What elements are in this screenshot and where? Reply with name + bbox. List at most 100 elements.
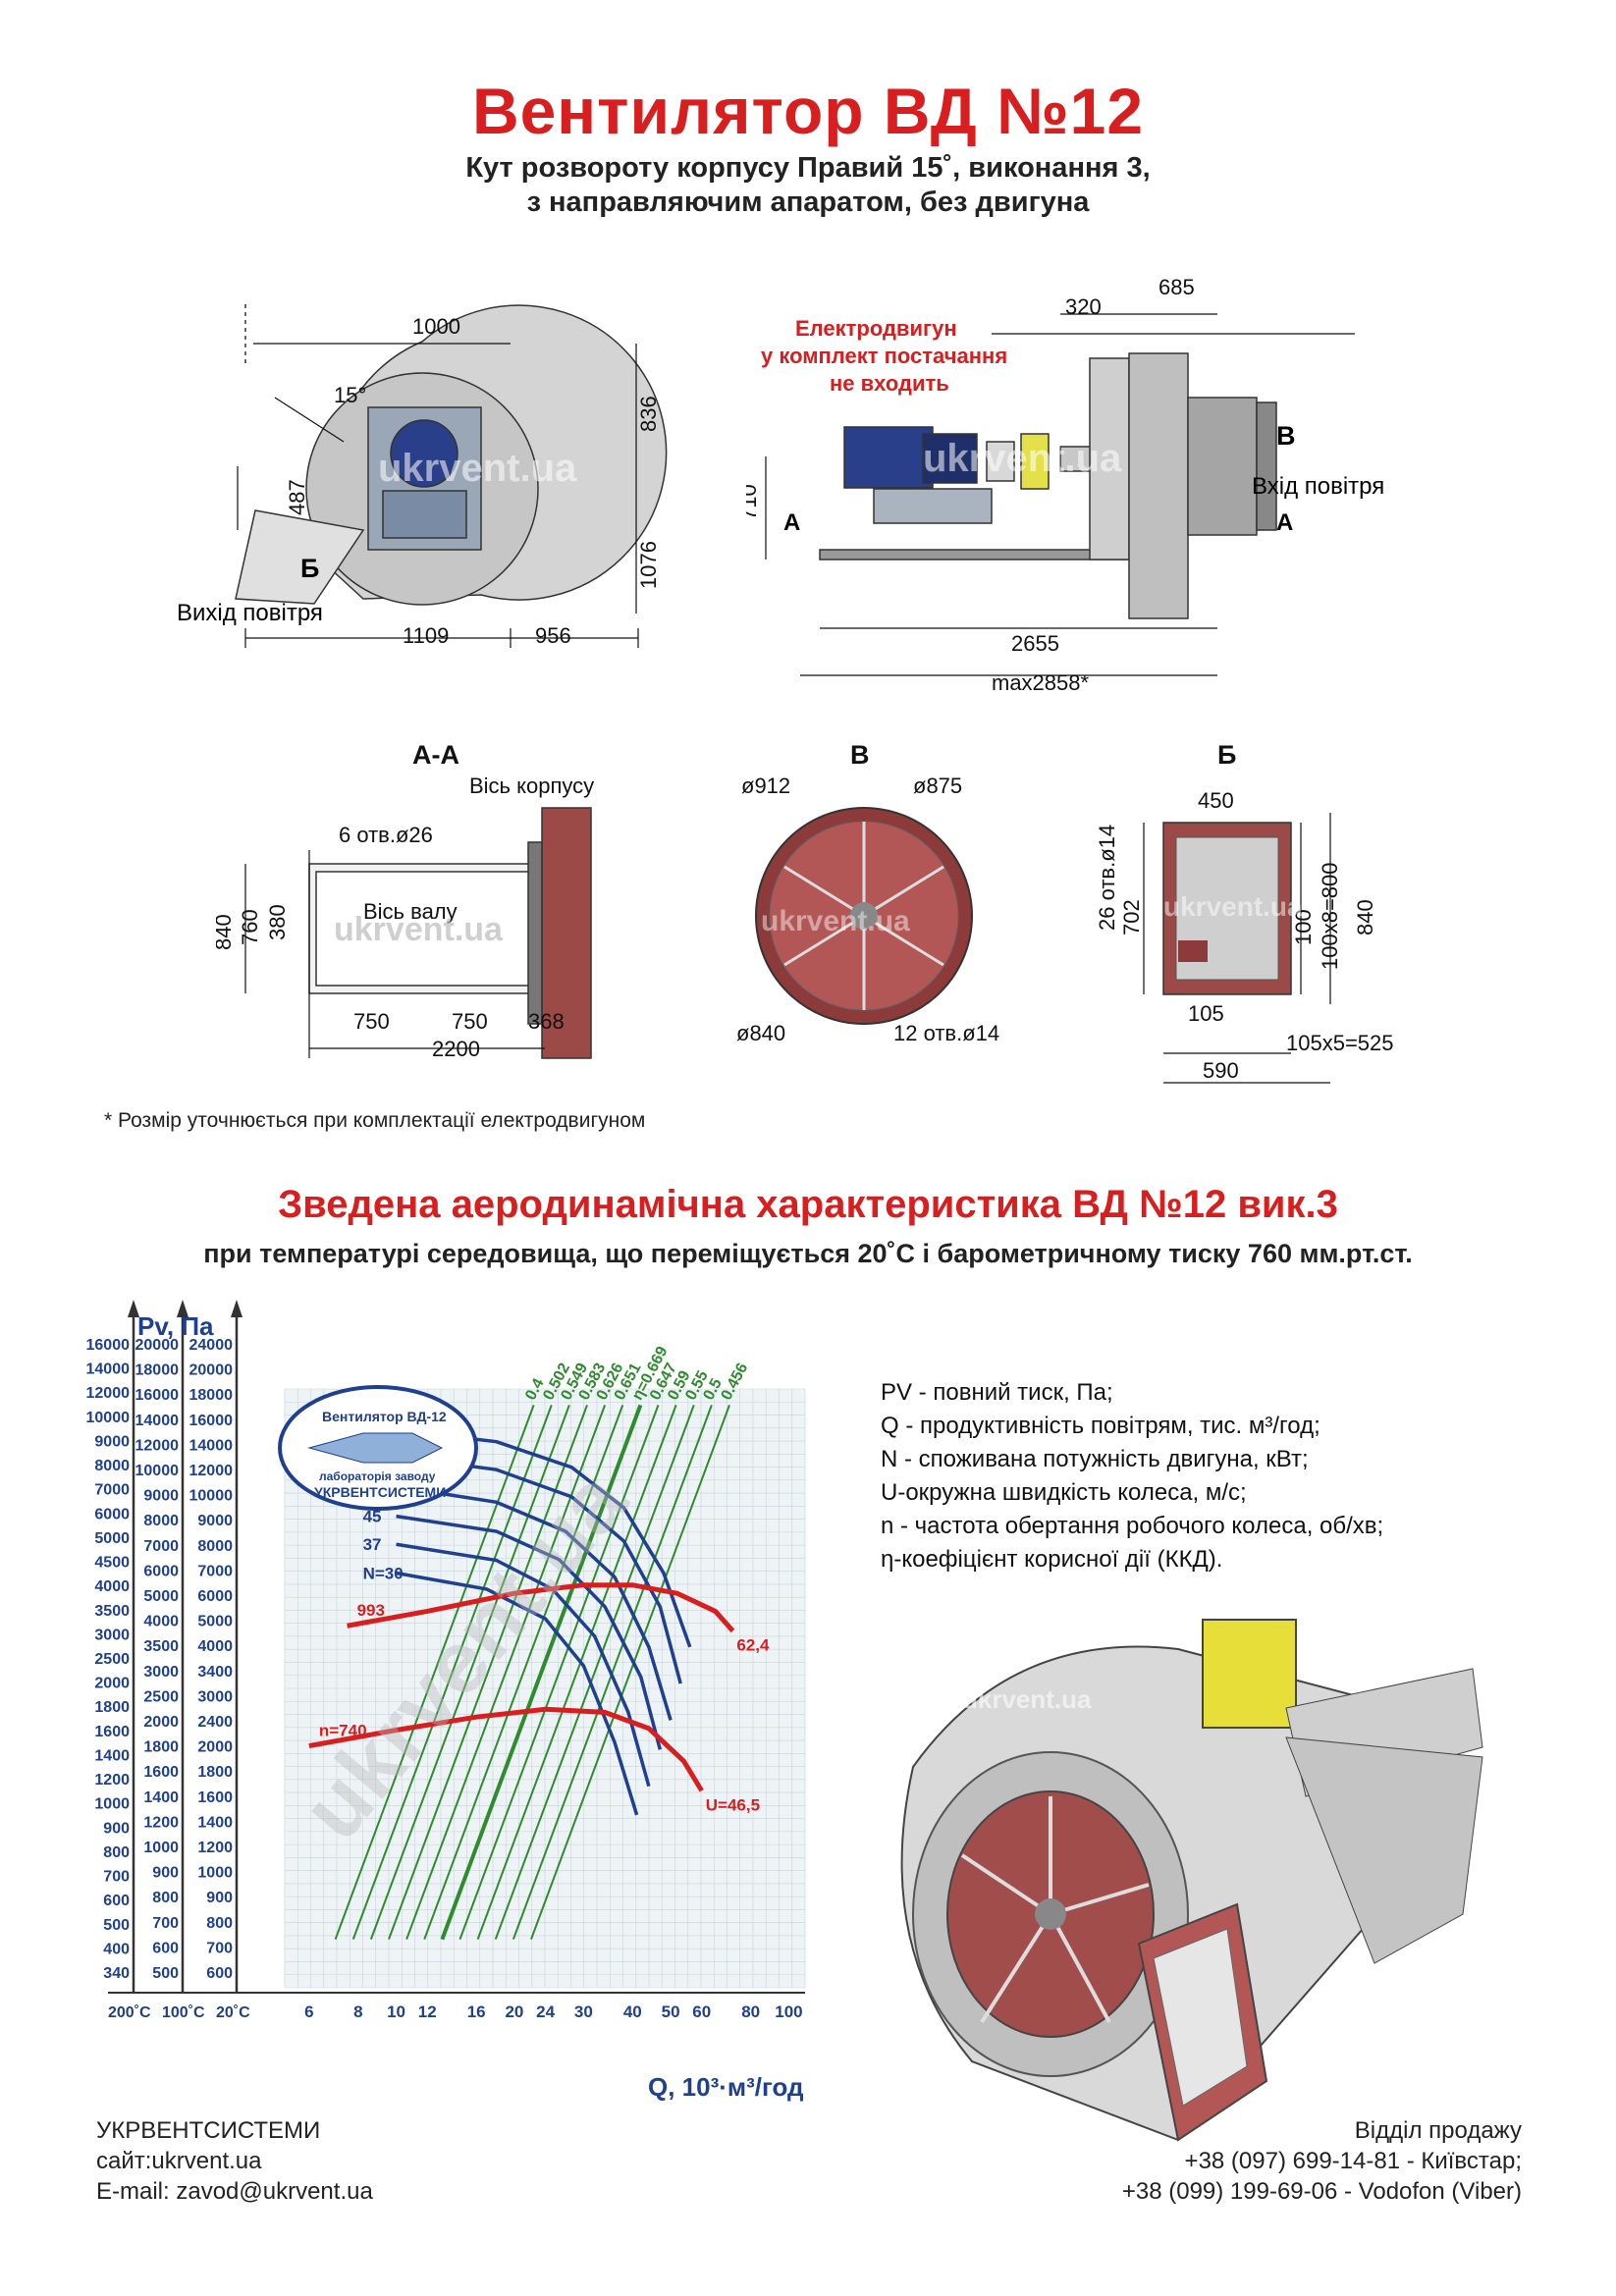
efficiency-line	[512, 1405, 713, 1940]
y-tick-label: 1200	[94, 1772, 130, 1789]
y-tick-label: 9000	[94, 1433, 130, 1450]
y-tick-label: 16000	[135, 1387, 180, 1404]
power-curve	[396, 1454, 682, 1684]
y-tick-label: 1000	[197, 1865, 233, 1882]
x-tick-label: 60	[692, 2002, 711, 2021]
y-tick-label: 7000	[197, 1563, 233, 1579]
footer-phone-2[interactable]: +38 (099) 199-69-06 - Vodofon (Viber)	[1121, 2178, 1522, 2205]
efficiency-lines: 0.40.5020.5490.5830.6260.651η=0.6690.647…	[334, 1344, 751, 1941]
y-tick-label: 10000	[189, 1488, 234, 1505]
y-tick-label: 12000	[135, 1437, 180, 1454]
dim-487: 487	[285, 479, 309, 515]
y-tick-label: 4000	[197, 1638, 233, 1655]
y-tick-label: 2000	[197, 1739, 233, 1756]
y-tick-label: 7000	[143, 1538, 179, 1555]
x-temp-label: 100˚С	[162, 2004, 205, 2021]
speed-end-label: 62,4	[736, 1635, 770, 1654]
legend-item: Q - продуктивність повітрям, тис. м³/год…	[881, 1413, 1320, 1439]
y-tick-label: 2000	[94, 1676, 130, 1692]
mark-a-left: А	[783, 509, 800, 536]
axis-shaft-label: Вісь валу	[363, 899, 458, 924]
badge-brand: УКРВЕНТСИСТЕМИ	[314, 1484, 446, 1500]
y-axis-title: Pv, Па	[137, 1311, 214, 1341]
motor-note-2: у комплект постачання	[761, 344, 1007, 368]
dim-956: 956	[535, 623, 571, 648]
front-view-drawing: 1000 15° 836 1076 487 1109 956 Б Вихід п…	[177, 304, 668, 648]
x-tick-label: 100	[775, 2002, 802, 2021]
dim-100x8: 100x8=800	[1318, 863, 1342, 971]
x-tick-label: 10	[387, 2002, 405, 2021]
y-tick-label: 1800	[143, 1739, 179, 1756]
legend-item: U-окружна швидкість колеса, м/с;	[881, 1479, 1247, 1506]
efficiency-line	[388, 1405, 588, 1940]
x-tick-label: 6	[304, 2002, 313, 2021]
section-b-drawing: Б 450 26 отв.ø14 702 100 100x8=800 840 1…	[1095, 740, 1394, 1084]
dim-685: 685	[1158, 275, 1195, 299]
efficiency-line	[494, 1405, 695, 1940]
y-tick-label: 500	[152, 1965, 179, 1982]
badge-bottom: лабораторія заводу	[319, 1469, 436, 1483]
motor-note-1: Електродвигун	[795, 316, 957, 341]
y-tick-label: 18000	[189, 1387, 234, 1404]
y-tick-label: 7000	[94, 1482, 130, 1499]
power-label: N=30	[363, 1565, 404, 1583]
y-axis-arrow	[177, 1300, 189, 1317]
y-tick-label: 16000	[189, 1413, 234, 1429]
x-tick-label: 50	[662, 2002, 680, 2021]
y-tick-label: 3000	[143, 1664, 179, 1681]
dim-760-aa: 760	[238, 909, 262, 945]
power-curve	[396, 1484, 673, 1721]
y-tick-label: 1800	[197, 1764, 233, 1781]
v-watermark: ukrvent.ua	[761, 905, 910, 937]
holes-b: 26 отв.ø14	[1095, 825, 1119, 931]
chart-title: Зведена аеродинамічна характеристика ВД …	[278, 1183, 1338, 1226]
y-tick-label: 8000	[197, 1538, 233, 1555]
y-tick-label: 14000	[86, 1362, 131, 1378]
section-aa-drawing: А-А Вісь корпусу 6 отв.ø26 Вісь валу 840…	[216, 740, 594, 1061]
dim-1000: 1000	[412, 314, 460, 339]
dim-710: 710	[746, 484, 761, 520]
footer-site[interactable]: сайт:ukrvent.ua	[96, 2148, 262, 2174]
y-tick-label: 600	[206, 1965, 233, 1982]
dim-836: 836	[636, 396, 661, 432]
x-temp-label: 20˚С	[216, 2004, 250, 2021]
footer-phone-1[interactable]: +38 (097) 699-14-81 - Київстар;	[1184, 2148, 1522, 2174]
y-tick-label: 1000	[143, 1840, 179, 1856]
y-tick-label: 20000	[135, 1337, 180, 1354]
motor-note-3: не входить	[830, 371, 949, 396]
efficiency-line	[423, 1405, 624, 1940]
y-tick-label: 9000	[143, 1488, 179, 1505]
x-tick-label: 40	[623, 2002, 642, 2021]
dim-840-v: ø840	[736, 1021, 785, 1045]
footer-right: Відділ продажу +38 (097) 699-14-81 - Киї…	[1122, 2115, 1522, 2207]
legend-item: N - споживана потужність двигуна, кВт;	[881, 1446, 1309, 1472]
footer-company: УКРВЕНТСИСТЕМИ	[96, 2117, 321, 2144]
x-temp-label: 200˚С	[108, 2004, 151, 2021]
y-tick-label: 6000	[197, 1588, 233, 1605]
dim-912: ø912	[741, 774, 790, 798]
footer-email[interactable]: E-mail: zavod@ukrvent.ua	[96, 2178, 373, 2205]
mark-v: В	[1276, 421, 1296, 451]
y-tick-label: 5000	[197, 1614, 233, 1630]
x-axis-title: Q, 10³·м³/год	[648, 2072, 804, 2102]
dim-15deg: 15°	[334, 383, 366, 407]
y-tick-label: 800	[103, 1844, 130, 1861]
power-label: 45	[363, 1508, 382, 1526]
y-tick-label: 2400	[197, 1714, 233, 1731]
y-tick-label: 340	[103, 1965, 130, 1982]
chart-subtitle: при температурі середовища, що переміщує…	[203, 1239, 1413, 1268]
y-tick-label: 14000	[189, 1437, 234, 1454]
y-tick-label: 6000	[143, 1563, 179, 1579]
y-tick-label: 8000	[94, 1458, 130, 1474]
dim-750-a: 750	[353, 1009, 390, 1034]
render-watermark: ukrvent.ua	[962, 1684, 1092, 1714]
aa-watermark: ukrvent.ua	[334, 911, 504, 948]
outlet-mark-b: Б	[300, 554, 319, 583]
chart-y-axes: 3404005006007008009001000120014001600180…	[86, 1300, 242, 1993]
y-tick-label: 10000	[135, 1463, 180, 1479]
section-aa-title: А-А	[412, 740, 459, 770]
dim-840-b: 840	[1353, 899, 1377, 935]
efficiency-line	[334, 1405, 535, 1940]
y-tick-label: 1400	[143, 1789, 179, 1806]
